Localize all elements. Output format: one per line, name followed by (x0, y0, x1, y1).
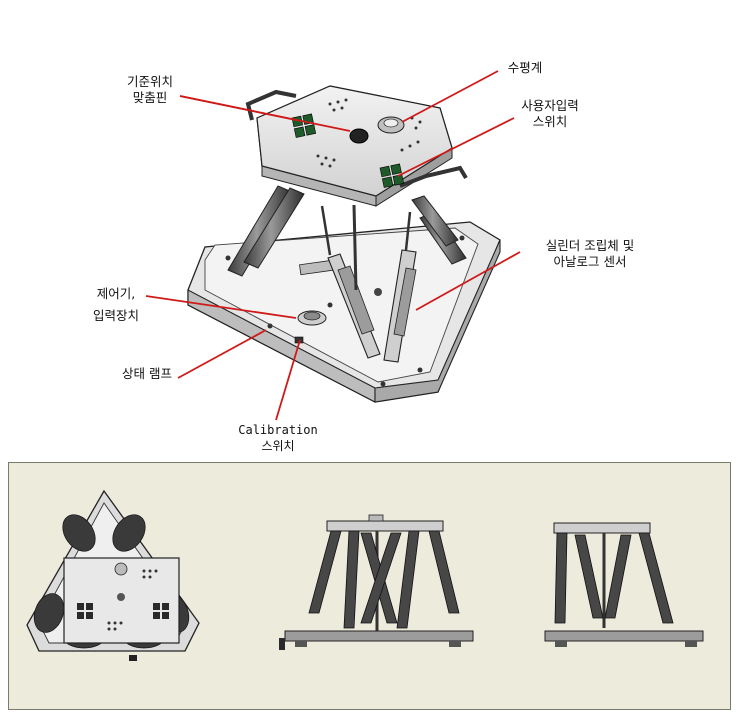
label-user-input-line2: 스위치 (532, 114, 568, 129)
label-calibration-switch: Calibration 스위치 (228, 422, 328, 454)
leader-reference-pin-1 (179, 95, 351, 132)
label-controller-line2: 입력장치 (92, 308, 139, 323)
leader-cylinder-assembly (415, 251, 521, 311)
label-reference-pin-line2: 맞춤핀 (132, 90, 168, 105)
label-user-input-line1: 사용자입력 (521, 98, 579, 113)
leader-controller (145, 295, 297, 319)
orthographic-views (26, 489, 704, 661)
label-calibration-line1: Calibration (238, 423, 318, 437)
leader-user-input-switch (397, 117, 515, 177)
label-controller: 제어기, 입력장치 (88, 283, 144, 327)
label-reference-pin-line1: 기준위치 (126, 74, 173, 89)
label-calibration-line2: 스위치 (261, 439, 295, 453)
leader-lines (145, 70, 521, 421)
label-cylinder-assembly: 실린더 조립체 및 아날로그 센서 (520, 238, 660, 270)
top-view (26, 489, 200, 661)
hexapod-isometric-drawing (145, 70, 521, 421)
label-controller-line1: 제어기, (96, 286, 136, 301)
label-cylinder-line2: 아날로그 센서 (553, 254, 627, 269)
label-level-gauge: 수평계 (507, 60, 543, 75)
actuator-legs (227, 185, 467, 363)
leader-level-gauge (401, 70, 499, 123)
front-view (279, 514, 474, 650)
label-cylinder-line1: 실린더 조립체 및 (545, 238, 635, 253)
orthographic-views-panel (8, 462, 731, 710)
label-reference-pin: 기준위치 맞춤핀 (122, 74, 178, 106)
leader-status-lamp (177, 329, 267, 379)
label-user-input-switch: 사용자입력 스위치 (510, 98, 590, 130)
label-status-lamp: 상태 램프 (122, 366, 172, 381)
side-view (544, 522, 704, 647)
leader-calibration-switch (275, 339, 301, 421)
